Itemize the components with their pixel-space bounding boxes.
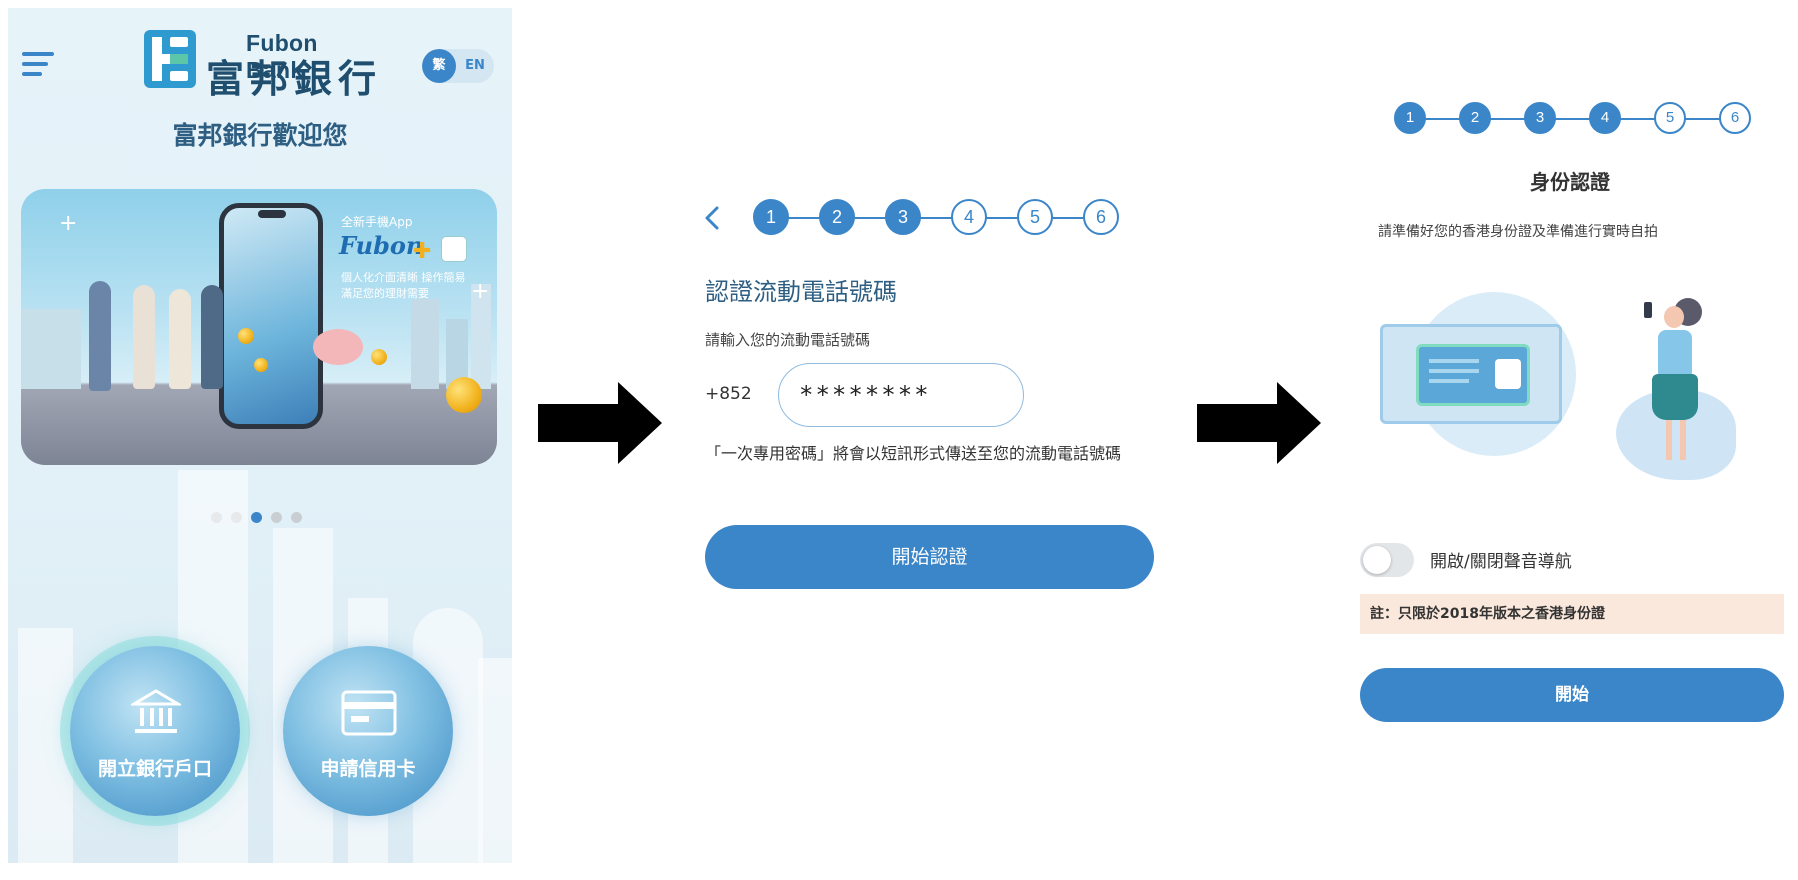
coin-icon xyxy=(254,358,268,372)
step-connector xyxy=(1410,118,1736,120)
banner-person-image xyxy=(201,285,223,389)
banner-building xyxy=(411,299,439,389)
lang-option-english[interactable]: EN xyxy=(465,58,485,73)
woman-face xyxy=(1664,306,1684,328)
step-3: 3 xyxy=(1524,102,1556,134)
logo-chinese: 富邦銀行 xyxy=(206,57,383,101)
card-text-line xyxy=(1429,359,1479,363)
step-2: 2 xyxy=(1459,102,1491,134)
background-building xyxy=(18,628,73,863)
banner-brand: Fubon xyxy=(339,231,424,260)
phone-instruction: 請輸入您的流動電話號碼 xyxy=(705,331,871,349)
banner-line-1: 個人化介面清晰 操作簡易 xyxy=(341,271,466,284)
card-photo-icon xyxy=(1495,359,1521,389)
fubon-logo: Fubon Bank 富邦銀行 xyxy=(144,30,376,101)
woman-top xyxy=(1658,330,1692,380)
step-4: 4 xyxy=(1589,102,1621,134)
app-icon xyxy=(441,236,467,262)
credit-card-icon xyxy=(341,690,397,736)
credit-card-label: 申請信用卡 xyxy=(320,758,416,780)
woman-leg xyxy=(1680,420,1686,460)
step-5: 5 xyxy=(1017,199,1053,235)
banner-line-2: 滿足您的理財需要 xyxy=(341,287,429,300)
otp-note: 「一次專用密碼」將會以短訊形式傳送至您的流動電話號碼 xyxy=(705,444,1122,463)
step-3: 3 xyxy=(885,199,921,235)
voice-guide-label: 開啟/關閉聲音導航 xyxy=(1430,552,1572,572)
open-account-label: 開立銀行戶口 xyxy=(97,758,212,780)
id-card-icon xyxy=(1416,344,1530,406)
toggle-knob xyxy=(1363,546,1391,574)
card-text-line xyxy=(1429,369,1479,373)
page-title: 身份認證 xyxy=(1530,170,1610,194)
home-screen: Fubon Bank 富邦銀行 繁 EN 富邦銀行歡迎您 全新手機App Fub… xyxy=(8,8,512,863)
back-icon[interactable] xyxy=(704,205,720,231)
card-text-line xyxy=(1429,379,1469,383)
open-account-button[interactable]: 開立銀行戶口 xyxy=(70,646,240,816)
start-verification-button[interactable]: 開始認證 xyxy=(705,525,1154,589)
banner-building xyxy=(21,309,81,389)
flow-arrow-icon xyxy=(538,382,662,464)
language-toggle[interactable]: 繁 EN xyxy=(422,49,494,83)
carousel-dot-active[interactable] xyxy=(251,512,262,523)
banner-building xyxy=(446,319,468,389)
banner-headline: 全新手機App xyxy=(341,215,413,229)
step-2: 2 xyxy=(819,199,855,235)
step-6: 6 xyxy=(1083,199,1119,235)
phone-notch xyxy=(258,210,286,218)
coin-icon xyxy=(371,349,387,365)
plus-icon: ✚ xyxy=(413,239,432,264)
sparkle-icon: + xyxy=(471,279,490,304)
promo-banner[interactable]: 全新手機App Fubon ✚ 個人化介面清晰 操作簡易 滿足您的理財需要 + … xyxy=(21,189,497,465)
banner-person-image xyxy=(169,289,191,389)
banner-building xyxy=(471,284,491,389)
piggy-bank-image xyxy=(313,329,363,365)
id-version-note: 註：只限於2018年版本之香港身份證 xyxy=(1360,594,1784,634)
woman-leg xyxy=(1666,420,1672,460)
page-title: 認證流動電話號碼 xyxy=(705,278,897,306)
step-5: 5 xyxy=(1654,102,1686,134)
id-instruction: 請準備好您的香港身份證及準備進行實時自拍 xyxy=(1378,224,1658,240)
menu-icon[interactable] xyxy=(22,52,54,82)
voice-guide-toggle[interactable] xyxy=(1360,543,1414,577)
step-connector xyxy=(772,217,1102,219)
phone-icon xyxy=(1644,302,1652,318)
bank-icon xyxy=(131,689,181,733)
banner-person-image xyxy=(89,281,111,391)
coin-icon xyxy=(446,377,482,413)
step-1: 1 xyxy=(753,199,789,235)
lang-option-traditional-chinese[interactable]: 繁 xyxy=(422,49,456,83)
banner-person-image xyxy=(133,285,155,389)
carousel-dot[interactable] xyxy=(271,512,282,523)
background-building xyxy=(478,658,512,863)
step-6: 6 xyxy=(1719,102,1751,134)
step-1: 1 xyxy=(1394,102,1426,134)
woman-skirt xyxy=(1652,374,1698,420)
sparkle-icon: + xyxy=(59,211,78,236)
step-4: 4 xyxy=(951,199,987,235)
fubon-logo-mark-icon xyxy=(144,30,196,88)
coin-icon xyxy=(238,328,254,344)
flow-arrow-icon xyxy=(1197,382,1321,464)
phone-number-input[interactable]: ******** xyxy=(778,363,1024,427)
apply-credit-card-button[interactable]: 申請信用卡 xyxy=(283,646,453,816)
country-code: +852 xyxy=(705,384,752,404)
start-button[interactable]: 開始 xyxy=(1360,668,1784,722)
logo-english: Fubon Bank xyxy=(246,30,318,83)
carousel-dot[interactable] xyxy=(291,512,302,523)
banner-phone-image xyxy=(219,203,323,429)
welcome-heading: 富邦銀行歡迎您 xyxy=(172,121,348,150)
